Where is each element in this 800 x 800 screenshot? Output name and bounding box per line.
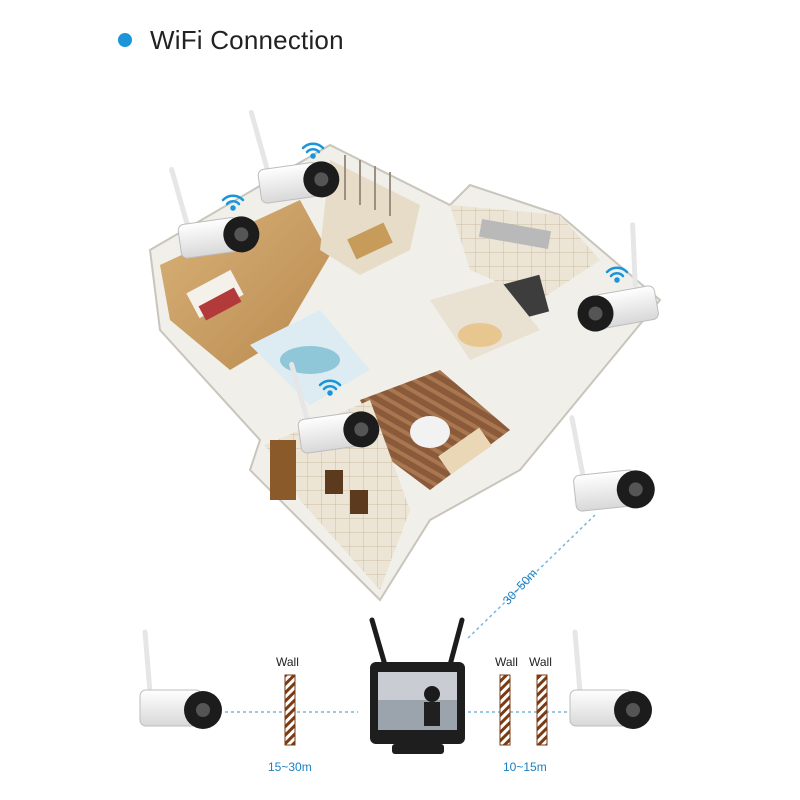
window-grille	[344, 155, 391, 216]
desk	[347, 222, 393, 260]
camera-icon	[289, 361, 380, 454]
person-head-icon	[424, 686, 440, 702]
camera-icon	[248, 109, 340, 204]
bed-blanket	[198, 287, 242, 321]
person-body-icon	[424, 702, 440, 726]
round-table	[410, 416, 450, 448]
floor-plan	[148, 143, 662, 602]
rug	[280, 346, 340, 374]
wifi-signal-icon	[605, 266, 629, 283]
bedroom-floor	[160, 200, 330, 370]
wifi-signal-icon	[318, 379, 342, 396]
dining-table	[458, 323, 502, 347]
wall-right-2-label: Wall	[529, 655, 552, 669]
camera-icon	[569, 415, 655, 512]
antenna-icon	[369, 617, 388, 668]
wifi-signal-icon	[301, 142, 325, 159]
wardrobe	[270, 440, 296, 500]
kitchen-counter	[478, 219, 552, 249]
nvr-monitor	[369, 617, 465, 754]
antenna-icon	[447, 617, 465, 668]
monitor-stand	[392, 744, 444, 754]
page-title: WiFi Connection	[150, 24, 344, 55]
range-right-label: 10~15m	[503, 760, 547, 774]
camera-icon	[569, 629, 652, 729]
camera-icon	[169, 166, 260, 259]
screen-scene	[378, 700, 457, 730]
header: WiFi Connection	[118, 24, 344, 56]
camera-icon	[139, 629, 222, 729]
chair-2	[350, 490, 368, 514]
range-left-label: 15~30m	[268, 760, 312, 774]
bullet-dot-icon	[118, 33, 132, 47]
wall-left-label: Wall	[276, 655, 299, 669]
wall-right-2	[536, 674, 548, 746]
chair-1	[325, 470, 343, 494]
wall-right-1	[499, 674, 511, 746]
camera-icon	[577, 222, 659, 332]
dining-floor	[430, 280, 540, 360]
wifi-signal-icon	[221, 194, 245, 211]
wall-left	[284, 674, 296, 746]
wall-right-1-label: Wall	[495, 655, 518, 669]
sofa-beige	[438, 427, 492, 475]
